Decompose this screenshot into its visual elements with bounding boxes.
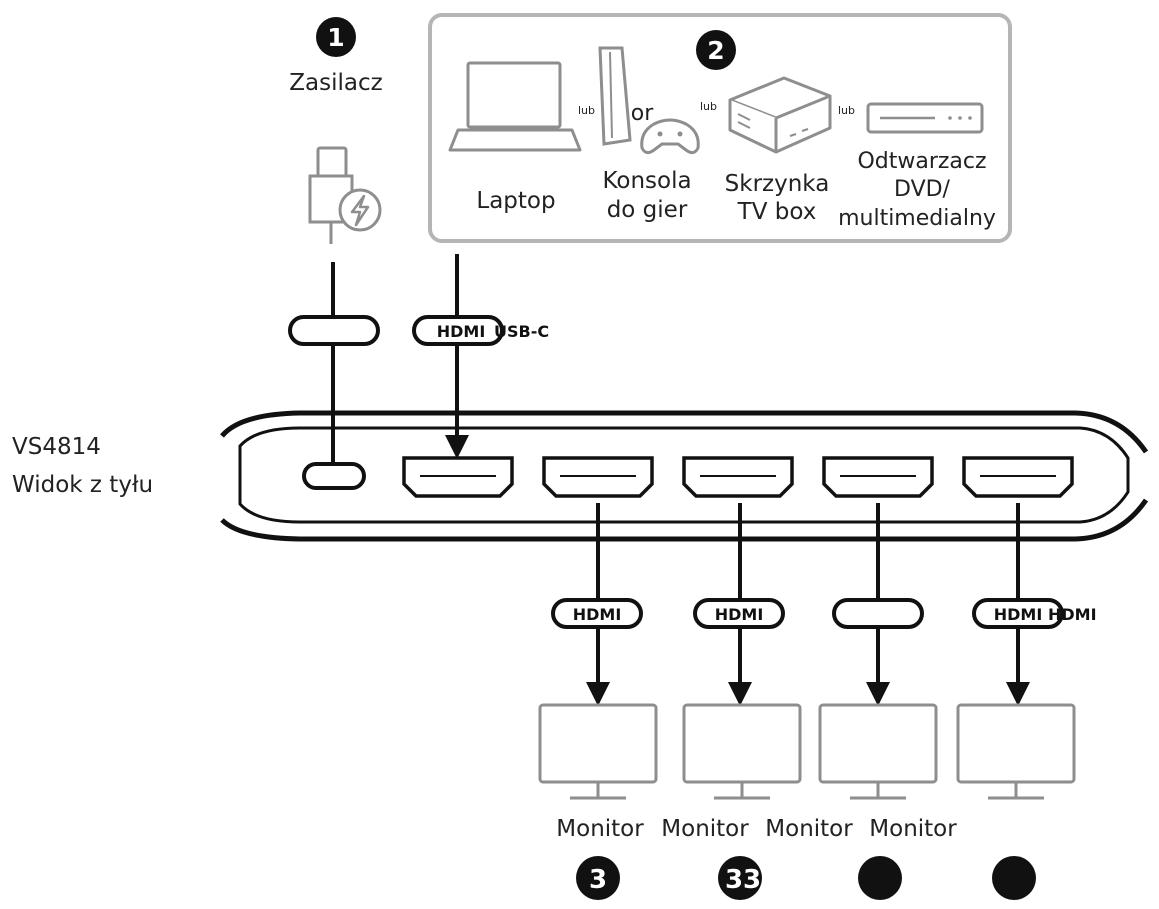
- monitor-icon: [538, 703, 658, 800]
- output-cable-3: [832, 503, 924, 706]
- source-dvd-label-3: multimedialny: [838, 206, 996, 231]
- device-name: VS4814: [12, 434, 101, 460]
- source-laptop-label: Laptop: [476, 188, 555, 214]
- monitor-3: [818, 703, 938, 800]
- source-tvbox-label-1: Skrzynka: [725, 171, 830, 197]
- hdmi-port-output-1: [542, 456, 654, 498]
- monitor-4: [956, 703, 1076, 800]
- tv-box-icon: [728, 76, 832, 154]
- output-cable-2: HDMI: [693, 503, 785, 706]
- step-3-badge-1: 3: [576, 856, 620, 900]
- separator-2: lub: [700, 100, 717, 113]
- monitor-4-label: Monitor: [869, 816, 957, 842]
- monitor-1: [538, 703, 658, 800]
- output-2-connector-label: HDMI: [715, 605, 764, 624]
- dvd-player-icon: [866, 102, 984, 134]
- input-connector-label: HDMI: [437, 322, 486, 341]
- monitor-2-label: Monitor: [661, 816, 749, 842]
- power-connector-pill: [288, 315, 380, 346]
- source-console-label-2: do gier: [607, 197, 688, 223]
- input-connector-overlap: USB-C: [494, 322, 549, 341]
- device-view: Widok z tyłu: [12, 472, 153, 498]
- hdmi-port-output-2: [682, 456, 794, 498]
- step-3-badge-2: 3 3: [718, 856, 762, 900]
- step-3-number-2-overlap: 3: [743, 865, 761, 895]
- source-dvd-label-1: Odtwarzacz: [857, 149, 986, 174]
- input-cable: HDMI USB-C: [412, 254, 549, 459]
- output-1-connector-label: HDMI: [573, 605, 622, 624]
- output-4-connector-overlap: HDMI: [1048, 605, 1097, 624]
- sources-panel: 2 Laptop lub or Konsola do gier lub: [428, 13, 1012, 243]
- gamepad-icon: [640, 118, 700, 155]
- input-connector-pill: [412, 315, 504, 346]
- step-3-number-2: 3: [725, 865, 743, 895]
- step-2-number: 2: [707, 36, 724, 65]
- source-tvbox-label-2: TV box: [737, 199, 817, 225]
- monitor-icon: [682, 703, 802, 800]
- monitor-2: [682, 703, 802, 800]
- step-3-badge-4: [992, 856, 1036, 900]
- step-3-number-1: 3: [589, 865, 607, 895]
- output-2-connector-pill: [693, 598, 785, 629]
- monitor-3-label: Monitor: [765, 816, 853, 842]
- output-1-connector-pill: [551, 598, 643, 629]
- game-console-icon: [598, 46, 632, 146]
- step-3-badge-3: [858, 856, 902, 900]
- step-1-number: 1: [327, 23, 344, 52]
- device-label: VS4814 Widok z tyłu: [12, 434, 153, 498]
- output-cable-4: HDMI HDMI: [972, 503, 1097, 706]
- separator-1: lub: [578, 104, 595, 117]
- power-step: 1 Zasilacz: [288, 17, 383, 463]
- lightning-icon: [338, 188, 382, 232]
- step-2-badge: [696, 30, 736, 70]
- hdmi-port-input: [402, 456, 514, 498]
- monitor-icon: [956, 703, 1076, 800]
- separator-3: lub: [838, 104, 855, 117]
- source-console-label-1: Konsola: [602, 168, 691, 194]
- monitor-1-label: Monitor: [556, 816, 644, 842]
- device-body: [220, 410, 1149, 542]
- output-4-connector-pill: [972, 598, 1064, 629]
- power-label: Zasilacz: [289, 70, 382, 96]
- step-1-badge: [316, 17, 356, 57]
- source-dvd-label-2: DVD/: [894, 177, 951, 202]
- console-overlay-text: or: [631, 101, 654, 126]
- laptop-icon: [448, 61, 582, 152]
- hdmi-port-output-3: [822, 456, 934, 498]
- sources-frame: [428, 13, 1012, 243]
- usb-c-port: [302, 462, 366, 490]
- output-4-connector-label: HDMI: [994, 605, 1043, 624]
- hdmi-port-output-4: [962, 456, 1074, 498]
- output-3-connector-pill: [832, 598, 924, 629]
- output-cable-1: HDMI: [551, 503, 643, 706]
- monitor-icon: [818, 703, 938, 800]
